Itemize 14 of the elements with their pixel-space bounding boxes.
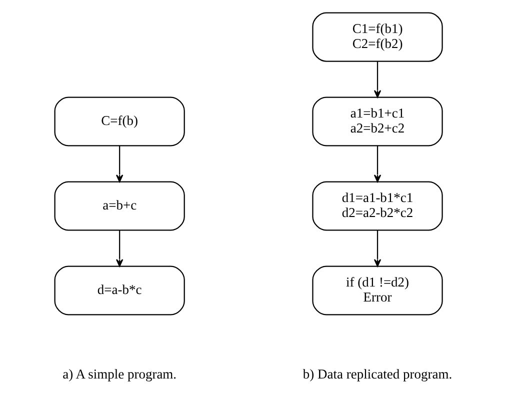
arrow [116,230,124,267]
node-box: C1=f(b1) C2=f(b2) [312,12,443,62]
arrow [374,230,382,267]
arrow [116,146,124,182]
node-box: if (d1 !=d2) Error [312,266,443,316]
node-box: C=f(b) [54,96,185,146]
node-box: a1=b1+c1 a2=b2+c2 [312,96,443,146]
node-box: d1=a1-b1*c1 d2=a2-b2*c2 [312,181,443,231]
label: a) A simple program. [62,366,177,382]
node-box: a=b+c [54,181,185,231]
node-box: d=a-b*c [54,266,185,316]
arrow [374,62,382,98]
arrow [374,146,382,182]
label: b) Data replicated program. [302,366,452,382]
